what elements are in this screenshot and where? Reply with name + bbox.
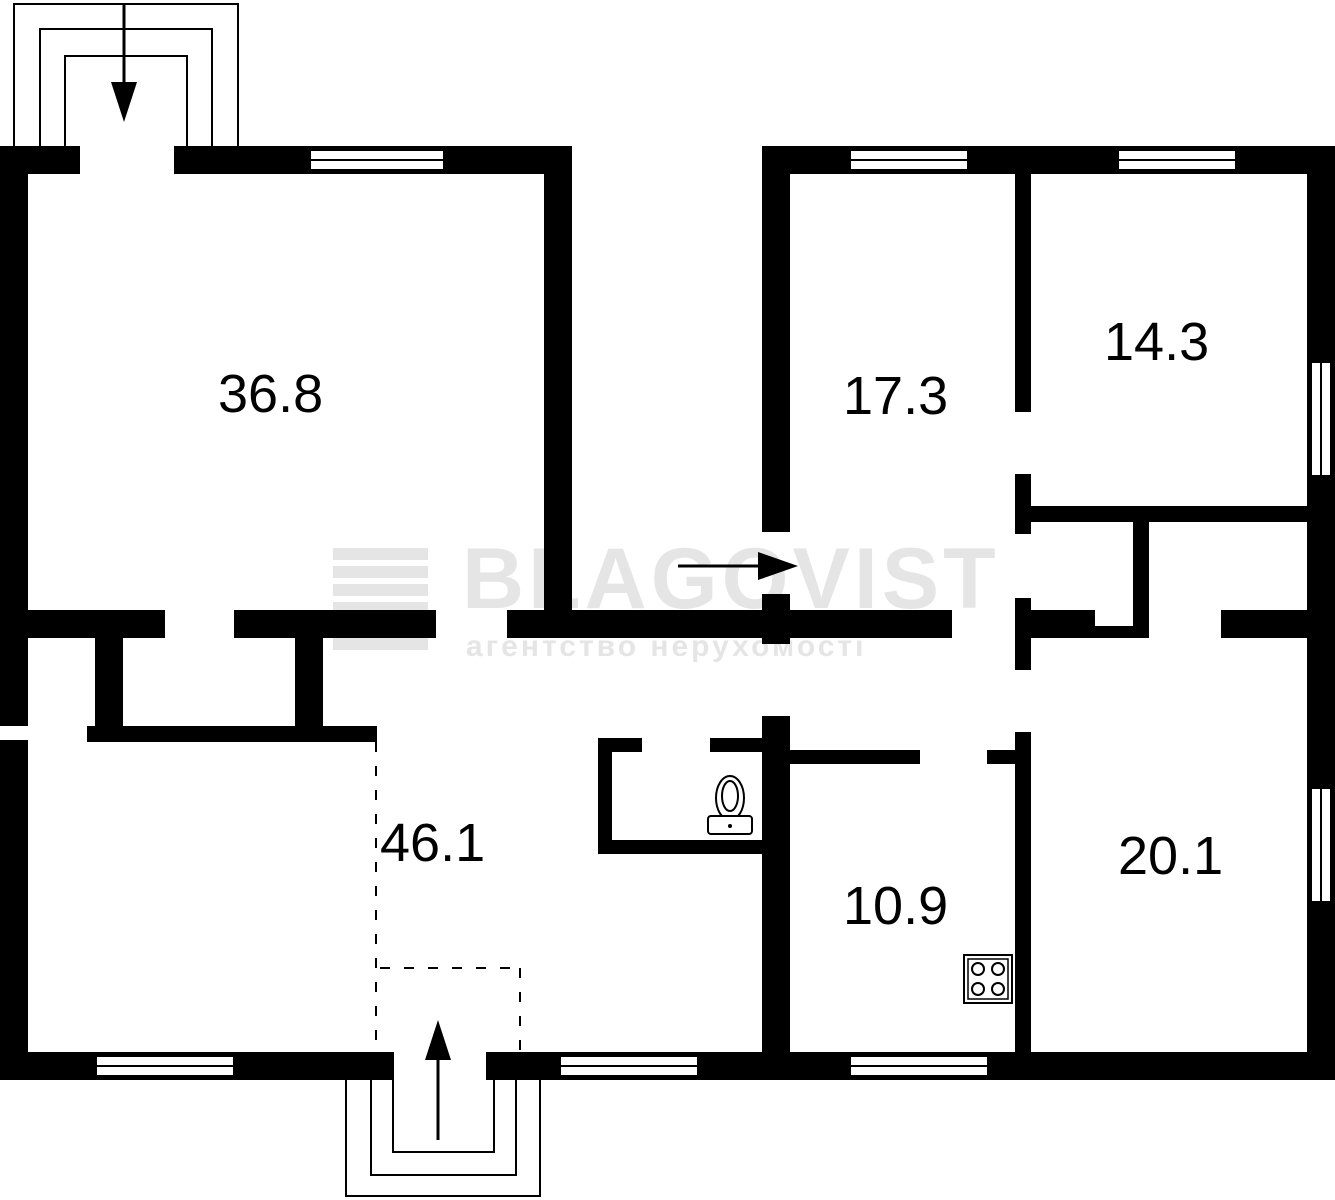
entrance-arrow-icon (425, 1020, 451, 1140)
bottom-porch (345, 1078, 541, 1197)
room-area-label: 20.1 (1118, 826, 1223, 886)
room-area-label: 36.8 (218, 364, 323, 424)
windows (95, 149, 1332, 1077)
room-area-label: 10.9 (843, 876, 948, 936)
room-area-label: 17.3 (843, 366, 948, 426)
stove-icon (963, 954, 1013, 1004)
window-bottom-mid (559, 1055, 699, 1077)
window-top-left (309, 149, 445, 171)
entrance-arrow-icon (111, 4, 137, 122)
window-right-lower (1310, 787, 1332, 903)
window-top-mid (849, 149, 969, 171)
dashed-zone-lines (375, 742, 521, 1052)
window-bottom-right (849, 1055, 989, 1077)
direction-arrow-icon (678, 552, 798, 580)
room-area-label: 14.3 (1104, 312, 1209, 372)
room-area-label: 46.1 (380, 813, 485, 873)
toilet-icon (707, 775, 753, 835)
top-porch (13, 3, 239, 146)
window-bottom-left (95, 1055, 235, 1077)
watermark: BLAGOVIST агентство нерухомості (333, 531, 996, 663)
window-top-right (1117, 149, 1237, 171)
window-right-upper (1310, 361, 1332, 477)
interior-walls (0, 146, 1335, 1080)
